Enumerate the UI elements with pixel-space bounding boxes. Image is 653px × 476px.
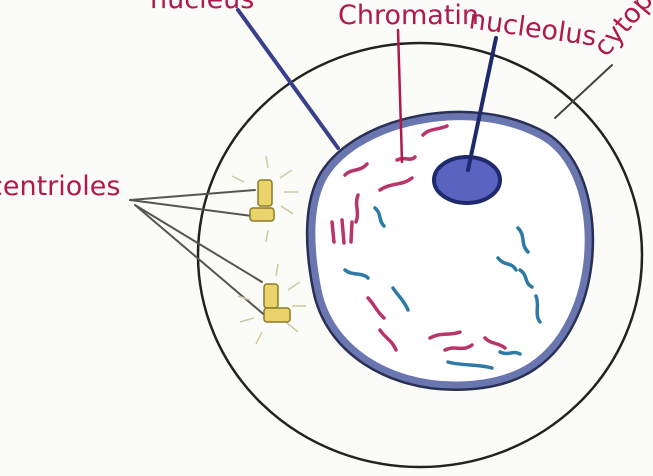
label-centrioles: centrioles (0, 171, 120, 202)
centriole-lower (238, 264, 306, 344)
label-nucleus: nucleus (150, 0, 254, 15)
centriole-upper (232, 156, 298, 242)
leader-line-nucleus (238, 10, 338, 148)
nuclear-envelope (312, 117, 588, 385)
label-nucleolus: nucleolus (467, 4, 598, 53)
label-chromatin: Chromatin (338, 0, 479, 31)
label-cytoplasm: cytoplasm (588, 0, 653, 62)
nucleolus (434, 157, 500, 203)
